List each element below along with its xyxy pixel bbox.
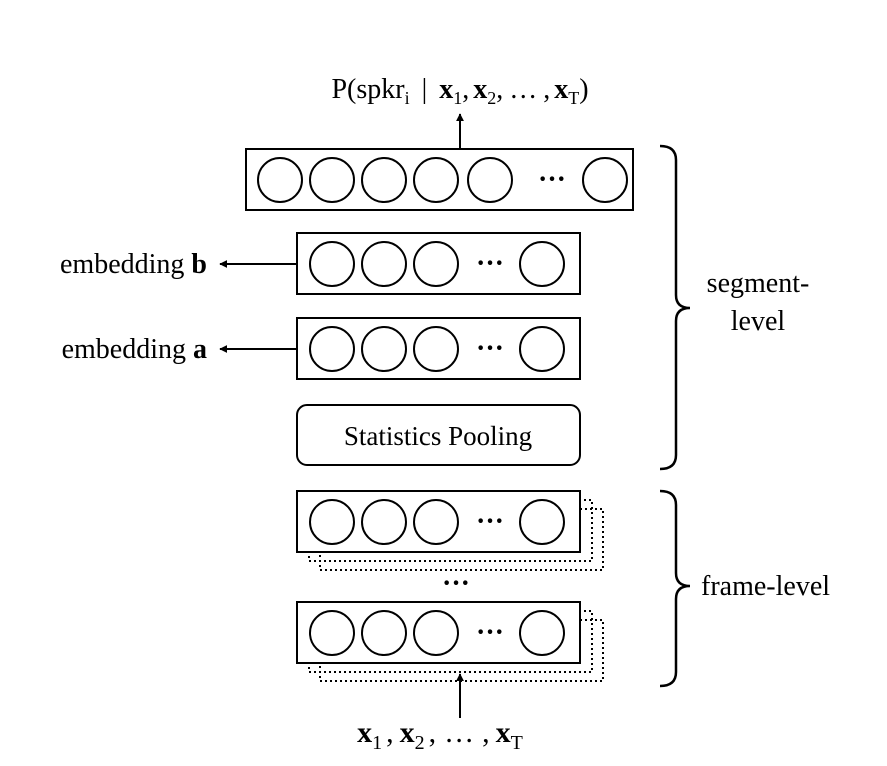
segment-level-label-line2: level	[731, 306, 786, 337]
output-layer-ellipsis: ···	[538, 164, 566, 195]
output-probability-label: P(spkri|x1,x2,…,xT)	[331, 74, 588, 108]
frame-level-brace	[659, 489, 691, 688]
input-sequence-label: x1,x2,…,xT	[357, 716, 523, 754]
segment-level-label-line1: segment-	[707, 268, 810, 299]
frame-layer-top-ellipsis: ···	[476, 506, 504, 537]
frame-layers-ellipsis: ···	[442, 568, 470, 599]
frame-layer-bottom-ellipsis: ···	[476, 617, 504, 648]
embedding-a-layer: ···	[296, 317, 581, 380]
embedding-b-layer: ···	[296, 232, 581, 295]
statistics-pooling-block: Statistics Pooling	[296, 404, 581, 466]
frame-level-label: frame-level	[701, 571, 830, 602]
frame-layer-bottom: ···	[296, 601, 604, 682]
embedding-a-ellipsis: ···	[476, 333, 504, 364]
segment-level-brace	[659, 144, 691, 471]
output-layer: ···	[245, 148, 634, 211]
embedding-b-label: embedding b	[60, 249, 207, 280]
frame-layer-top: ···	[296, 490, 604, 571]
embedding-a-label: embedding a	[62, 334, 207, 365]
embedding-b-ellipsis: ···	[476, 248, 504, 279]
statistics-pooling-label: Statistics Pooling	[344, 421, 532, 451]
